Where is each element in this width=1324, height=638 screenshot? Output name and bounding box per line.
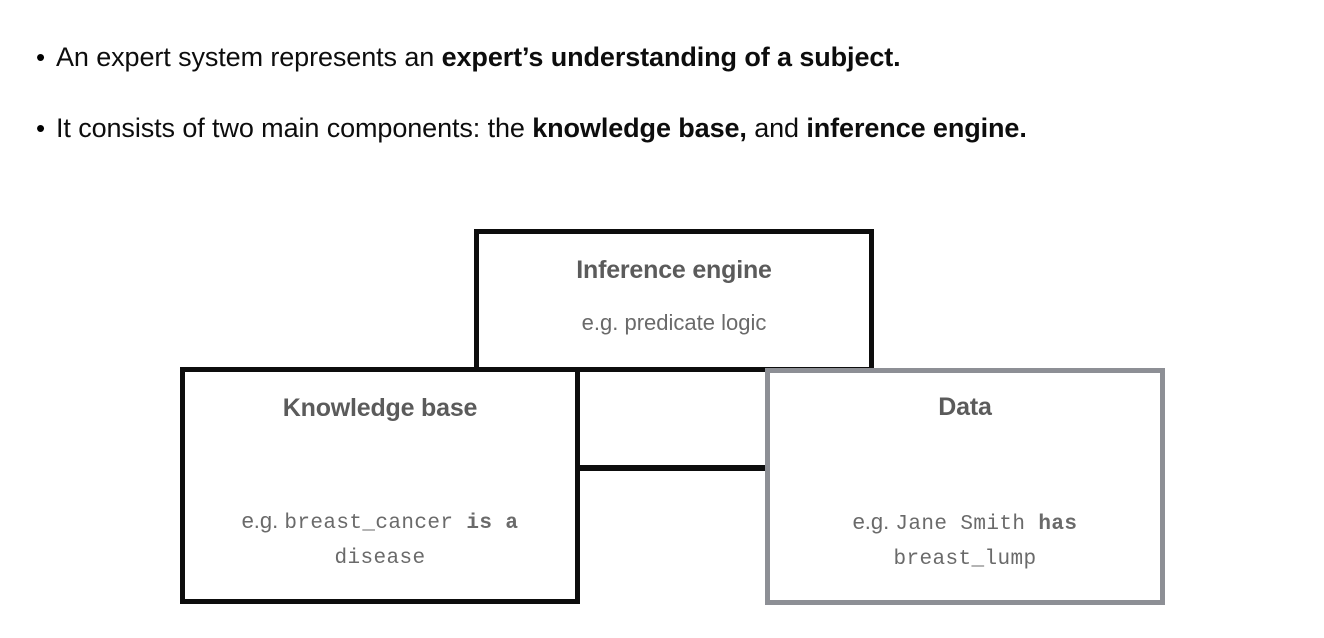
box-knowledge-base: Knowledge base e.g. breast_cancer is a d…: [180, 367, 580, 604]
bullet-text-1: An expert system represents an expert’s …: [56, 38, 901, 76]
list-item: • An expert system represents an expert’…: [0, 38, 1324, 76]
bullet-2-part-plain-1: It consists of two main components: the: [56, 113, 533, 143]
box-title-knowledge-base: Knowledge base: [282, 394, 478, 422]
bullet-2-part-bold-1: knowledge base,: [532, 113, 747, 143]
box-example-data: e.g. Jane Smith has breast_lump: [785, 506, 1145, 576]
example-subject: Jane Smith: [895, 513, 1026, 536]
box-title-inference-engine: Inference engine: [576, 256, 772, 284]
bullet-marker-icon: •: [36, 113, 46, 143]
bullet-2-part-bold-2: inference engine.: [806, 113, 1027, 143]
example-prefix: e.g.: [852, 509, 896, 534]
example-relation: is a: [466, 512, 519, 535]
example-object: breast_lump: [893, 548, 1037, 571]
example-body: predicate logic: [624, 310, 767, 335]
example-prefix: e.g.: [241, 508, 285, 533]
example-object: disease: [334, 547, 426, 570]
box-data: Data e.g. Jane Smith has breast_lump: [765, 368, 1165, 605]
bullet-text-2: It consists of two main components: the …: [56, 109, 1027, 147]
list-item: • It consists of two main components: th…: [0, 109, 1324, 147]
box-title-data: Data: [938, 393, 992, 421]
example-space-1: [1025, 513, 1038, 536]
bullet-2-part-plain-2: and: [746, 113, 807, 143]
bullet-list: • An expert system represents an expert’…: [0, 38, 1324, 180]
box-inference-engine: Inference engine e.g. predicate logic: [474, 229, 874, 372]
bullet-marker-icon: •: [36, 42, 46, 72]
box-example-inference-engine: e.g. predicate logic: [582, 307, 767, 339]
example-relation: has: [1038, 513, 1078, 536]
connector-knowledge-to-data: [575, 465, 770, 471]
bullet-1-part-plain: An expert system represents an: [56, 42, 442, 72]
box-example-knowledge-base: e.g. breast_cancer is a disease: [200, 505, 560, 575]
bullet-1-part-bold: expert’s understanding of a subject.: [441, 42, 901, 72]
example-subject: breast_cancer: [284, 512, 454, 535]
example-space-1: [453, 512, 466, 535]
example-prefix: e.g.: [581, 310, 625, 335]
